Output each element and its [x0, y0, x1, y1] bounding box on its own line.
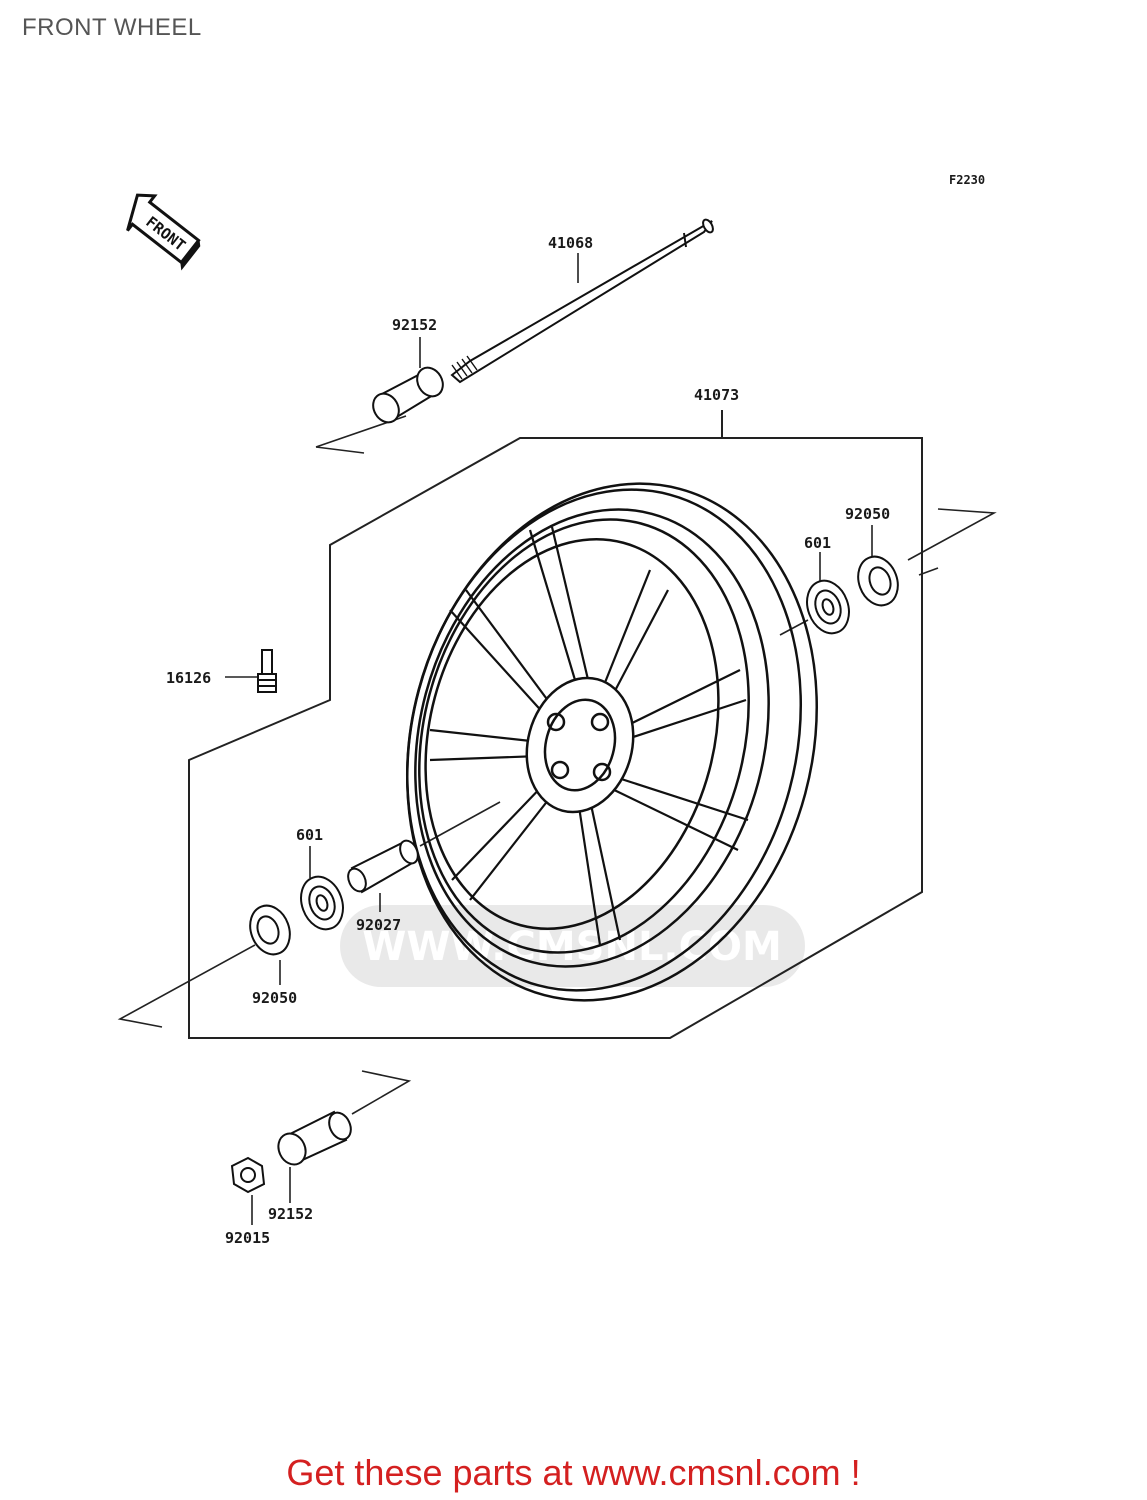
watermark: WWW.CMSNL.COM [340, 905, 805, 987]
parts-diagram: WWW.CMSNL.COM F2230 FRONT [117, 173, 997, 1247]
part-label-bearing-left: 601 [296, 826, 323, 844]
part-label-collar-bottom: 92152 [268, 1205, 313, 1223]
part-label-axle: 41068 [548, 234, 593, 252]
part-label-bearing-right: 601 [804, 534, 831, 552]
part-label-valve: 16126 [166, 669, 211, 687]
footer-cta-link[interactable]: Get these parts at www.cmsnl.com ! [286, 1452, 861, 1493]
bearing-right [806, 579, 850, 635]
seal-right [857, 555, 899, 607]
part-label-wheel: 41073 [694, 386, 739, 404]
figure-code: F2230 [949, 173, 985, 187]
axle-shaft [450, 218, 714, 384]
valve-stem [257, 649, 277, 693]
seal-left [249, 904, 291, 956]
wheel-assembly [405, 482, 818, 1002]
bearing-left [300, 875, 344, 931]
watermark-text: WWW.CMSNL.COM [362, 924, 782, 970]
part-label-nut: 92015 [225, 1229, 270, 1247]
front-arrow-icon: FRONT [126, 193, 201, 271]
part-label-collar-top: 92152 [392, 316, 437, 334]
assembly-outline [188, 410, 923, 1039]
spacer-tube [347, 839, 419, 894]
collar-top [372, 366, 444, 424]
part-label-spacer: 92027 [356, 916, 401, 934]
part-label-seal-left: 92050 [252, 989, 297, 1007]
page-title: FRONT WHEEL [22, 14, 202, 41]
axle-nut [230, 1156, 266, 1194]
leader-lines [117, 253, 997, 1225]
collar-bottom [277, 1110, 352, 1166]
part-label-seal-right: 92050 [845, 505, 890, 523]
